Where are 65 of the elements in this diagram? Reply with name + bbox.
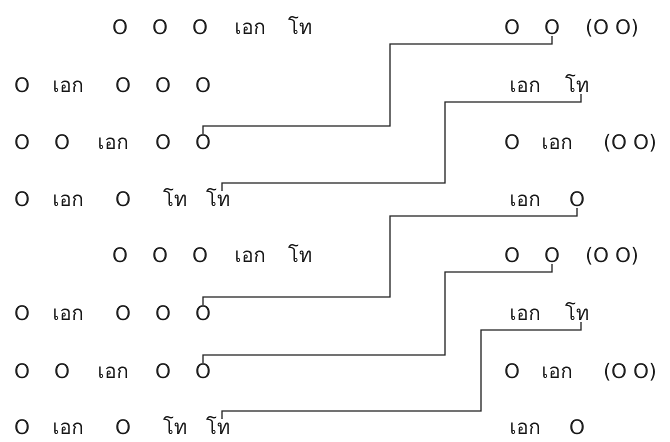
syllable-mark: O [195,131,211,154]
syllable-mark: โท [163,188,187,211]
syllable-mark: O [155,131,171,154]
syllable-mark: O [115,74,131,97]
syllable-mark: O [192,16,208,39]
syllable-mark: เอก [542,131,572,154]
syllable-mark: O [14,74,30,97]
syllable-mark: เอก [98,131,128,154]
syllable-mark: O [152,16,168,39]
syllable-mark: เอก [542,360,572,383]
syllable-mark: O [195,360,211,383]
syllable-mark: เอก [52,74,84,97]
syllable-mark: O [544,244,560,267]
syllable-mark: O [112,16,128,39]
syllable-mark: โท [565,302,589,325]
syllable-mark: เอก [510,188,540,211]
syllable-mark: (O O) [585,16,639,39]
syllable-mark: (O O) [603,131,657,154]
syllable-mark: O [115,302,131,325]
syllable-mark: O [195,74,211,97]
syllable-mark: O [115,416,131,439]
syllable-mark: โท [288,244,312,267]
syllable-mark: O [569,416,585,439]
rhyme-link-line [221,322,582,419]
syllable-mark: โท [163,416,187,439]
syllable-mark: O [544,16,560,39]
syllable-mark: O [504,16,520,39]
syllable-mark: เอก [510,74,540,97]
syllable-mark: เอก [52,416,84,439]
syllable-mark: (O O) [585,244,639,267]
syllable-mark: O [155,74,171,97]
rhyme-link-line [221,94,582,191]
syllable-mark: เอก [510,416,540,439]
syllable-mark: O [112,244,128,267]
syllable-mark: โท [288,16,312,39]
syllable-mark: O [14,188,30,211]
syllable-mark: เอก [52,188,84,211]
syllable-mark: เอก [234,244,266,267]
syllable-mark: O [54,360,70,383]
syllable-mark: O [14,416,30,439]
syllable-mark: O [569,188,585,211]
syllable-mark: O [115,188,131,211]
syllable-mark: เอก [234,16,266,39]
syllable-mark: เอก [510,302,540,325]
syllable-mark: โท [565,74,589,97]
rhyme-link-line [202,264,553,363]
syllable-mark: O [14,131,30,154]
syllable-mark: O [155,360,171,383]
rhyme-link-line [202,208,578,305]
syllable-mark: โท [206,416,230,439]
syllable-mark: O [192,244,208,267]
syllable-mark: O [504,131,520,154]
syllable-mark: O [152,244,168,267]
syllable-mark: เอก [98,360,128,383]
syllable-mark: O [54,131,70,154]
syllable-mark: (O O) [603,360,657,383]
syllable-mark: O [195,302,211,325]
syllable-mark: O [14,360,30,383]
syllable-mark: O [155,302,171,325]
syllable-mark: O [504,244,520,267]
syllable-mark: โท [206,188,230,211]
syllable-mark: O [14,302,30,325]
rhyme-link-line [202,36,553,134]
syllable-mark: เอก [52,302,84,325]
syllable-mark: O [504,360,520,383]
